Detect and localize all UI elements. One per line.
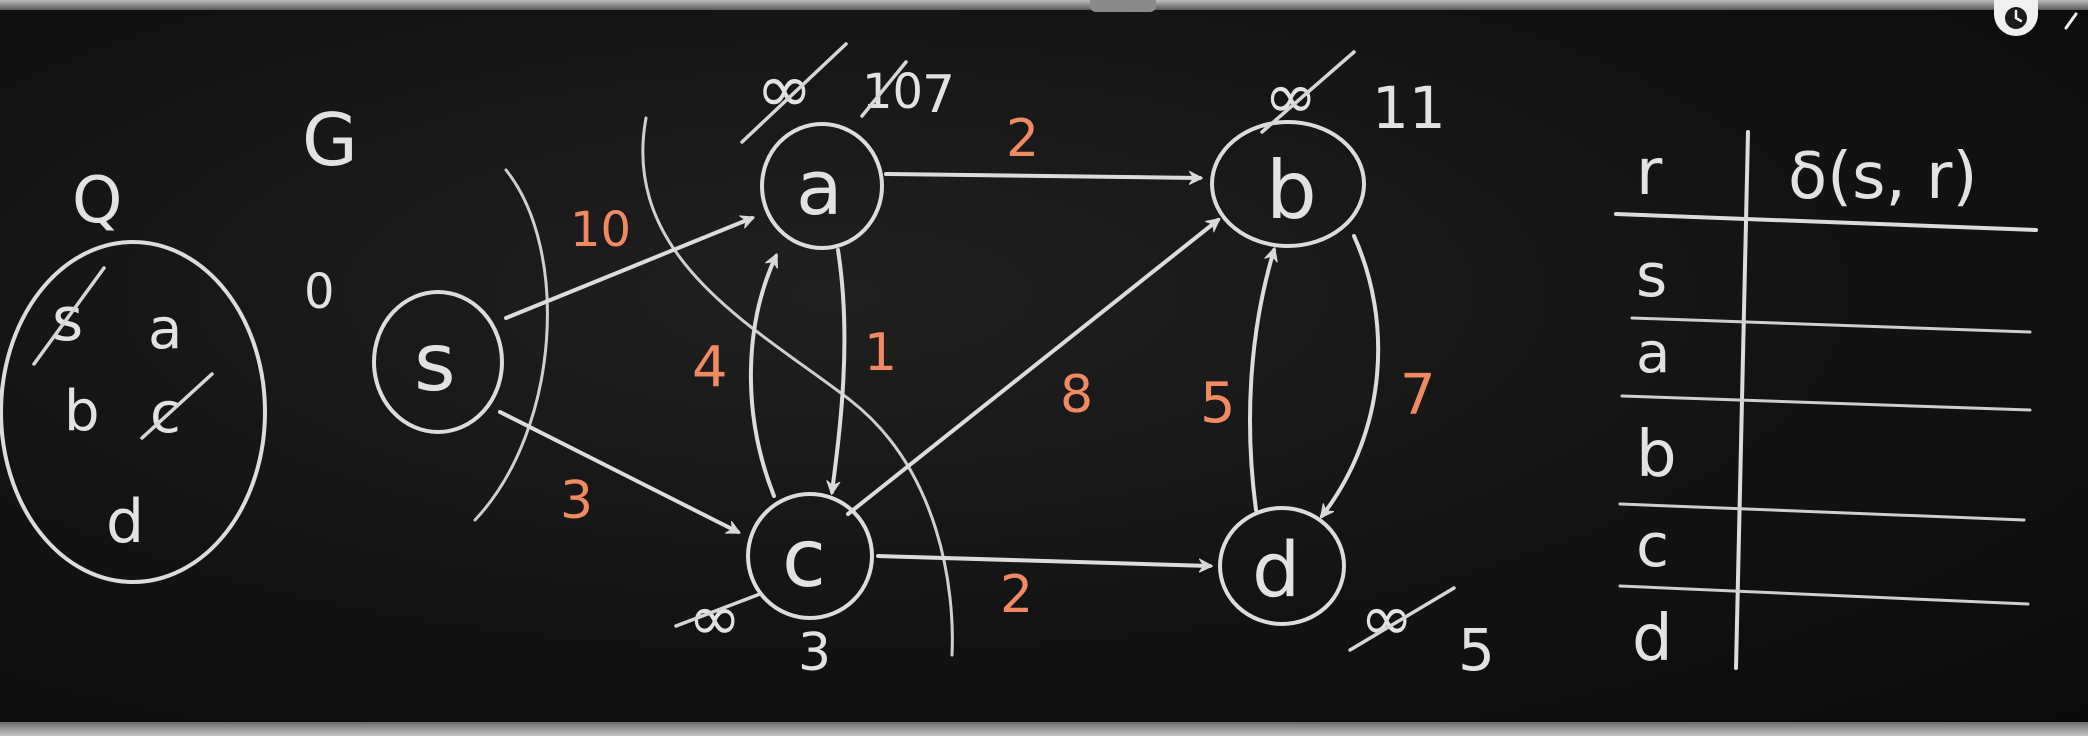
dist-a-0: ∞: [756, 50, 813, 129]
weight-s-c: 3: [560, 471, 593, 531]
queue-item-a: a: [148, 297, 182, 362]
node-c: c: [746, 492, 874, 620]
queue-strike-s: [32, 266, 106, 366]
graph-title: G: [302, 98, 358, 182]
node-d: d: [1218, 506, 1346, 626]
weight-b-d: 7: [1400, 363, 1436, 428]
queue-group: Q s a b c d: [0, 164, 267, 584]
dist-b-0-strike: [1260, 50, 1356, 134]
edges-group: [498, 174, 1381, 566]
dist-a-1-strike: [860, 60, 908, 118]
weight-c-a: 4: [692, 335, 728, 400]
table-rule-1: [1630, 316, 2032, 334]
node-a-label: a: [796, 143, 843, 232]
table-rule-3: [1618, 502, 2026, 522]
queue-item-b: b: [64, 379, 100, 444]
board-bottom-ledge: [0, 722, 2088, 736]
node-s-label: s: [414, 316, 456, 409]
edge-d-b: [1248, 250, 1274, 512]
queue-strike-c: [140, 372, 214, 440]
table-row-s: s: [1636, 241, 1667, 311]
table-header-r: r: [1636, 136, 1663, 210]
node-c-label: c: [782, 512, 826, 605]
weight-c-d: 2: [1000, 565, 1033, 625]
edge-a-b: [884, 174, 1200, 178]
dist-d-0-strike: [1348, 586, 1456, 652]
weight-a-b: 2: [1006, 109, 1039, 169]
edge-c-b: [846, 220, 1218, 516]
distance-labels-group: 0 ∞ 10 7 ∞ 11 ∞ 3 ∞ 5: [304, 42, 1495, 684]
watch-later-button[interactable]: [1994, 0, 2038, 36]
table-row-b: b: [1636, 418, 1677, 492]
node-a: a: [760, 122, 884, 250]
weight-d-b: 5: [1200, 371, 1236, 436]
node-b-label: b: [1266, 144, 1317, 237]
clock-icon: [2005, 7, 2027, 29]
node-b: b: [1210, 120, 1366, 248]
node-b-circle: [1210, 120, 1366, 248]
edge-s-a: [504, 218, 752, 320]
dist-a-2: 7: [922, 65, 955, 125]
node-d-circle: [1218, 506, 1346, 626]
dist-d-1: 5: [1458, 616, 1495, 684]
node-c-circle: [746, 492, 874, 620]
next-button[interactable]: [2062, 6, 2086, 34]
node-s-circle: [372, 290, 504, 434]
queue-set-ellipse: [0, 240, 267, 584]
edge-s-c: [498, 410, 738, 534]
dist-s-0: 0: [304, 264, 335, 320]
table-row-a: a: [1636, 321, 1670, 386]
table-header-rule: [1614, 212, 2038, 232]
edge-c-a: [749, 256, 776, 498]
dist-c-0-strike: [674, 592, 762, 628]
edge-b-d: [1322, 234, 1381, 516]
dist-a-0-strike: [740, 42, 848, 144]
edge-c-d: [876, 554, 1210, 566]
board-top-frame: [0, 0, 2088, 10]
edge-weights-group: 10 3 2 1 4 8 2 5 7: [560, 109, 1436, 625]
board-top-tray: [1090, 0, 1156, 12]
dist-c-1: 3: [798, 623, 831, 683]
edge-a-c: [832, 248, 847, 492]
queue-item-c: c: [150, 381, 181, 446]
weight-c-b: 8: [1060, 365, 1093, 425]
table-header-delta: δ(s, r): [1788, 140, 1977, 214]
cut-curve-left: [473, 168, 549, 522]
table-row-d: d: [1632, 602, 1673, 676]
node-d-label: d: [1252, 525, 1300, 614]
delta-table: r δ(s, r) s a b c d: [1614, 130, 2038, 676]
weight-s-a: 10: [570, 202, 631, 258]
dist-b-1: 11: [1372, 74, 1446, 142]
chevron-right-icon: [2064, 12, 2078, 30]
table-rule-2: [1620, 394, 2032, 412]
queue-title: Q: [72, 164, 122, 238]
node-s: s: [372, 290, 504, 434]
node-a-circle: [760, 122, 884, 250]
queue-item-d: d: [106, 487, 144, 557]
table-rule-4: [1618, 584, 2030, 606]
weight-a-c: 1: [864, 323, 897, 383]
dist-a-1: 10: [862, 64, 923, 120]
table-row-c: c: [1636, 511, 1669, 581]
